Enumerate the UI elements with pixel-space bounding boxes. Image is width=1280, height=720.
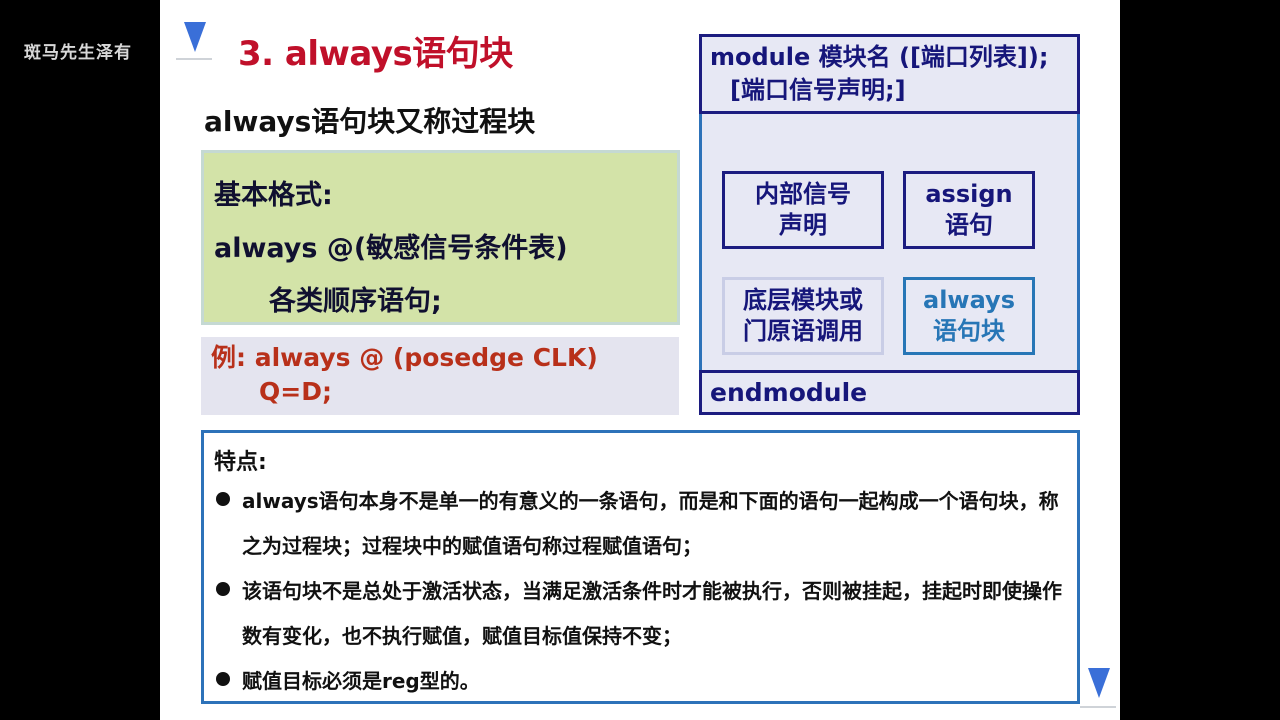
feature-text: always语句本身不是单一的有意义的一条语句，而是和下面的语句一起构成一个语句…: [242, 489, 1059, 558]
submodule-line-1: 底层模块或: [743, 286, 863, 314]
example-line-1: 例: always @ (posedge CLK): [211, 343, 598, 372]
features-list: always语句本身不是单一的有意义的一条语句，而是和下面的语句一起构成一个语句…: [214, 479, 1067, 704]
prev-slide-underline: [176, 58, 212, 60]
next-slide-triangle-icon[interactable]: [1088, 668, 1110, 698]
slide-subtitle: always语句块又称过程块: [204, 105, 536, 138]
example-line-2: Q=D;: [259, 377, 332, 406]
feature-text: 赋值目标必须是reg型的。: [242, 669, 480, 693]
feature-item: always语句本身不是单一的有意义的一条语句，而是和下面的语句一起构成一个语句…: [214, 479, 1067, 569]
always-box-line-1: always: [923, 286, 1015, 314]
basic-format-heading: 基本格式:: [214, 180, 333, 211]
basic-format-syntax: always @(敏感信号条件表): [214, 233, 568, 264]
module-declaration: module 模块名 ([端口列表]);: [710, 43, 1049, 71]
slide: 3. always语句块 always语句块又称过程块 基本格式: always…: [160, 0, 1120, 720]
assign-line-2: 语句: [945, 211, 993, 239]
always-box-line-2: 语句块: [933, 317, 1005, 345]
basic-format-statements: 各类顺序语句;: [269, 286, 442, 317]
features-box: 特点: always语句本身不是单一的有意义的一条语句，而是和下面的语句一起构成…: [201, 430, 1080, 704]
bullet-icon: [216, 672, 230, 686]
submodule-instance-box: 底层模块或 门原语调用: [722, 277, 884, 355]
assign-statement-box: assign 语句: [903, 171, 1035, 249]
watermark-text: 斑马先生泽有: [24, 43, 132, 63]
bullet-icon: [216, 492, 230, 506]
next-slide-underline: [1080, 706, 1116, 708]
assign-line-1: assign: [925, 180, 1013, 208]
basic-format-box: 基本格式: always @(敏感信号条件表) 各类顺序语句;: [201, 150, 680, 325]
bullet-icon: [216, 582, 230, 596]
module-structure-diagram: module 模块名 ([端口列表]); [端口信号声明;] 内部信号 声明 a…: [699, 34, 1080, 415]
internal-signal-line-1: 内部信号: [755, 180, 851, 208]
feature-text: 该语句块不是总处于激活状态，当满足激活条件时才能被执行，否则被挂起，挂起时即使操…: [242, 579, 1062, 648]
feature-item: 赋值目标必须是reg型的。: [214, 659, 1067, 704]
port-declaration: [端口信号声明;]: [730, 76, 906, 104]
prev-slide-triangle-icon[interactable]: [184, 22, 206, 52]
feature-item: 该语句块不是总处于激活状态，当满足激活条件时才能被执行，否则被挂起，挂起时即使操…: [214, 569, 1067, 659]
features-title: 特点:: [214, 450, 267, 475]
endmodule-label: endmodule: [710, 378, 868, 407]
internal-signal-box: 内部信号 声明: [722, 171, 884, 249]
module-footer: endmodule: [699, 370, 1080, 415]
module-header: module 模块名 ([端口列表]); [端口信号声明;]: [699, 34, 1080, 114]
internal-signal-line-2: 声明: [779, 211, 827, 239]
submodule-line-2: 门原语调用: [743, 317, 863, 345]
always-block-box: always 语句块: [903, 277, 1035, 355]
slide-title: 3. always语句块: [238, 34, 513, 74]
example-box: 例: always @ (posedge CLK) Q=D;: [201, 337, 679, 415]
